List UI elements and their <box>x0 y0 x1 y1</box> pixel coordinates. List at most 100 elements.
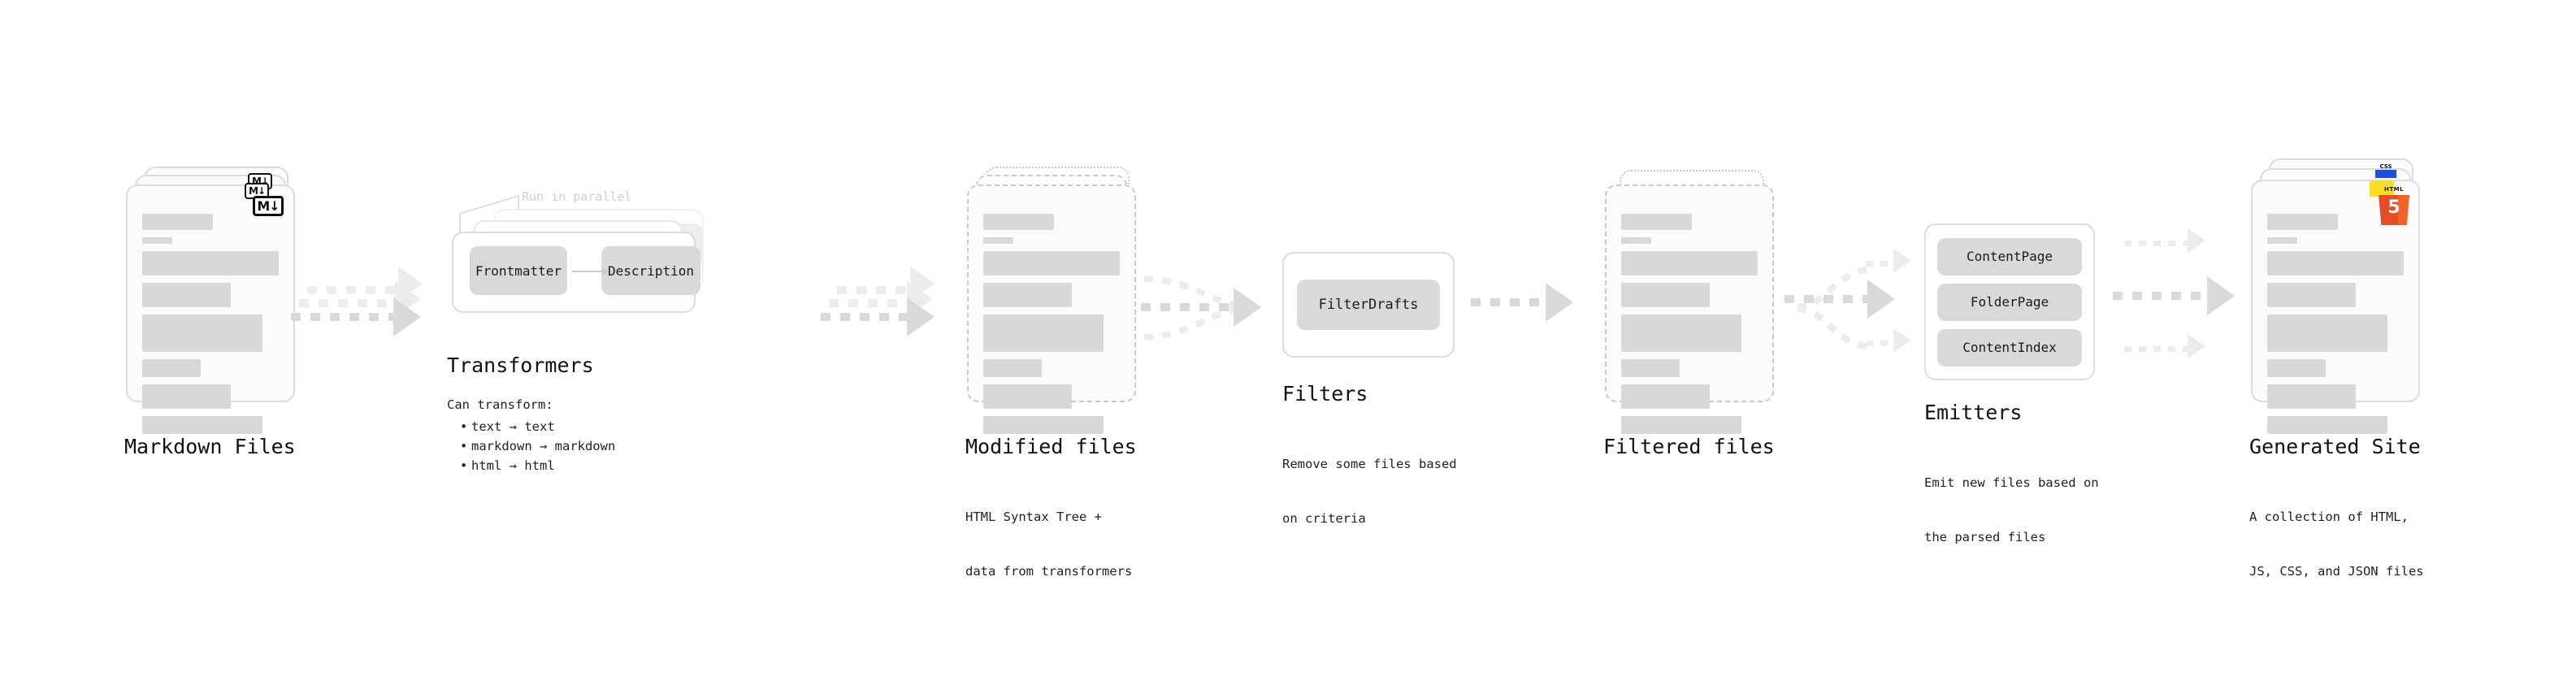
file-card-front <box>967 184 1136 434</box>
file-card-front <box>1605 184 1774 434</box>
modified-file-stack <box>967 167 1136 434</box>
arrow-branch-top <box>1866 249 1947 273</box>
subtitle-line: Remove some files based <box>1282 456 1457 471</box>
filters-box: FilterDrafts <box>1282 252 1455 358</box>
stage-transformers: Run in parallel Frontmatter Description … <box>447 189 704 475</box>
skeleton-bar <box>2267 251 2404 275</box>
transformers-subtitle-heading: Can transform: <box>447 397 553 412</box>
markdown-file-stack: M↓ M↓ M↓ <box>126 167 295 434</box>
skeleton-bar <box>1621 384 1711 409</box>
skeleton-bar <box>2267 283 2357 307</box>
skeleton-bar <box>2267 237 2297 244</box>
arrow-emitters-to-site-top <box>2124 228 2254 253</box>
skeleton-bar <box>1621 314 1741 352</box>
skeleton-bar <box>142 251 279 275</box>
split-curves <box>1797 265 1876 351</box>
javascript-icon <box>2370 181 2394 197</box>
subtitle-line: Emit new files based on <box>1924 475 2099 490</box>
transformer-chip-frontmatter[interactable]: Frontmatter <box>470 246 567 295</box>
skeleton-bar <box>1621 214 1693 230</box>
arrow-modified-to-filters <box>1138 264 1268 357</box>
markdown-icon: M↓ <box>253 196 284 216</box>
skeleton-bar <box>983 416 1104 434</box>
file-card-front: HTML 5 <box>2251 180 2420 434</box>
transformer-chip-label: Frontmatter <box>475 262 562 279</box>
emitters-subtitle: Emit new files based on the parsed files <box>1924 437 2099 583</box>
skeleton-lines <box>2267 214 2404 441</box>
transformers-bullet: html → html <box>460 456 615 475</box>
arrow-emitters-to-site-mid <box>2113 276 2259 315</box>
skeleton-bar <box>142 384 232 409</box>
skeleton-bar <box>983 359 1043 377</box>
run-in-parallel-label: Run in parallel <box>522 189 632 204</box>
skeleton-bar <box>983 214 1055 230</box>
subtitle-line: the parsed files <box>1924 530 2046 545</box>
skeleton-bar <box>2267 416 2387 434</box>
skeleton-bar <box>1621 359 1680 377</box>
subtitle-line: A collection of HTML, <box>2249 509 2409 524</box>
transformer-chip-label: Description <box>608 262 694 279</box>
generated-site-subtitle: A collection of HTML, JS, CSS, and JSON … <box>2249 471 2424 618</box>
subtitle-line: data from transformers <box>965 564 1133 579</box>
transformer-chip-description[interactable]: Description <box>601 246 700 295</box>
skeleton-bar <box>142 237 172 244</box>
modified-files-subtitle: HTML Syntax Tree + data from transformer… <box>965 471 1132 618</box>
skeleton-bar <box>983 283 1073 307</box>
skeleton-bar <box>983 384 1073 409</box>
generated-site-file-stack: CSS HTML 5 <box>2251 158 2420 434</box>
stage-title-filters: Filters <box>1282 382 1368 406</box>
filters-subtitle: Remove some files based on criteria <box>1282 419 1457 565</box>
emitter-chip-label: ContentPage <box>1967 249 2053 264</box>
stage-filters: FilterDrafts Filters Remove some files b… <box>1282 252 1457 526</box>
skeleton-bar <box>983 314 1104 352</box>
emitter-chip-contentpage[interactable]: ContentPage <box>1937 237 2082 275</box>
arrow-branch-bottom <box>1866 328 1947 353</box>
arrow-markdown-to-transformers <box>291 297 437 336</box>
markdown-icon-text: M↓ <box>257 197 280 214</box>
stage-title-filtered-files: Filtered files <box>1603 435 1775 458</box>
stage-emitters: ContentPage FolderPage ContentIndex Emit… <box>1924 223 2099 544</box>
skeleton-bar <box>1621 283 1711 307</box>
arrow-branch-mid <box>1785 280 1915 319</box>
skeleton-bar <box>1621 237 1651 244</box>
css3-icon: CSS <box>2375 163 2396 178</box>
skeleton-bar <box>2267 214 2339 230</box>
emitter-chip-contentindex[interactable]: ContentIndex <box>1937 328 2082 367</box>
skeleton-bar <box>2267 384 2357 409</box>
arrow-main <box>1138 288 1284 327</box>
stage-title-transformers: Transformers <box>447 354 594 377</box>
stage-markdown-files: M↓ M↓ M↓ Markdown Files <box>124 167 296 458</box>
transformers-bullet-list: text → text markdown → markdown html → h… <box>460 417 615 475</box>
emitter-chip-folderpage[interactable]: FolderPage <box>1937 283 2082 321</box>
skeleton-bar <box>142 416 262 434</box>
html5-icon-digit: 5 <box>2387 197 2400 218</box>
transformer-stack: Frontmatter Description <box>452 199 704 313</box>
filter-chip-filterdrafts[interactable]: FilterDrafts <box>1297 280 1440 330</box>
emitter-chip-label: ContentIndex <box>1962 340 2057 355</box>
skeleton-bar <box>142 214 214 230</box>
skeleton-bar <box>1621 251 1758 275</box>
parallel-bracket <box>459 194 519 245</box>
arrow-transformers-to-modified <box>821 297 967 336</box>
filtered-file-stack <box>1605 167 1774 434</box>
stage-modified-files: Modified files HTML Syntax Tree + data f… <box>965 167 1137 579</box>
skeleton-lines <box>142 214 279 441</box>
skeleton-lines <box>1621 214 1758 441</box>
skeleton-bar <box>142 283 232 307</box>
transformers-bullet: markdown → markdown <box>460 436 615 456</box>
skeleton-bar <box>2267 314 2387 352</box>
skeleton-bar <box>142 314 262 352</box>
skeleton-bar <box>983 251 1120 275</box>
file-card-front: M↓ <box>126 184 295 434</box>
emitters-box: ContentPage FolderPage ContentIndex <box>1924 223 2095 380</box>
arrow-filtered-to-emitters <box>1785 244 1931 377</box>
arrow-emitters-to-site-bottom <box>2124 334 2254 358</box>
skeleton-bar <box>2267 359 2327 377</box>
stage-title-emitters: Emitters <box>1924 401 2023 424</box>
arrow-filters-to-filtered <box>1471 283 1617 322</box>
skeleton-bar <box>142 359 202 377</box>
subtitle-line: JS, CSS, and JSON files <box>2249 564 2424 579</box>
markdown-icon-mid: M↓ <box>245 183 269 199</box>
subtitle-line: on criteria <box>1282 511 1366 527</box>
